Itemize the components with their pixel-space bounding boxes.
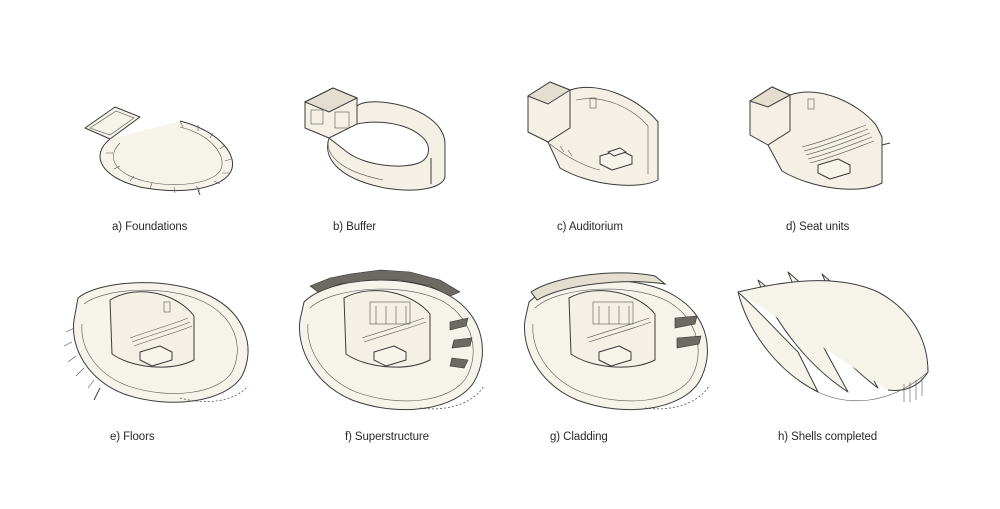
shells-completed-drawing [737, 271, 929, 402]
buffer-drawing [303, 87, 446, 191]
cladding-drawing [523, 272, 710, 411]
caption-floors: e) Floors [110, 431, 155, 443]
panel-cladding: g) Cladding [515, 262, 715, 458]
caption-auditorium: c) Auditorium [557, 221, 623, 233]
foundations-drawing [84, 106, 233, 196]
panel-floors: e) Floors [60, 268, 280, 458]
panel-auditorium: c) Auditorium [520, 70, 700, 245]
caption-seat-units: d) Seat units [786, 221, 850, 233]
panel-shells-completed: h) Shells completed [728, 262, 938, 458]
panel-buffer: b) Buffer [295, 80, 475, 245]
caption-shells-completed: h) Shells completed [778, 431, 878, 443]
panel-foundations: a) Foundations [70, 95, 250, 245]
caption-cladding: g) Cladding [550, 431, 608, 443]
seat-units-drawing [748, 86, 891, 190]
superstructure-drawing [298, 269, 485, 411]
caption-superstructure: f) Superstructure [345, 431, 429, 443]
caption-buffer: b) Buffer [333, 221, 376, 233]
auditorium-drawing [526, 81, 659, 186]
floors-drawing [63, 282, 249, 403]
caption-foundations: a) Foundations [112, 221, 188, 233]
panel-seat-units: d) Seat units [742, 75, 922, 245]
panel-superstructure: f) Superstructure [290, 262, 490, 458]
